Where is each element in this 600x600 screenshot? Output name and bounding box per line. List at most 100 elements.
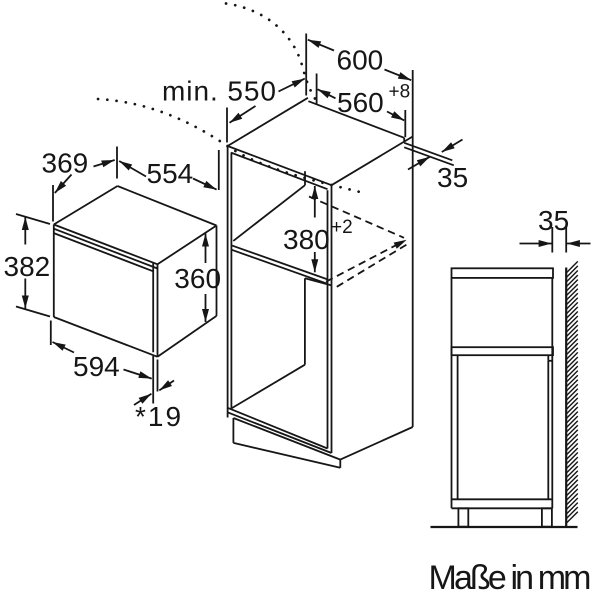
wall-hatch-stroke — [565, 461, 579, 474]
wall-hatch-stroke — [565, 470, 579, 483]
ext-382-bottom — [15, 305, 51, 318]
cab-shelf-hidden-right-bottom — [336, 243, 409, 288]
cab-top-back-edge — [308, 100, 405, 139]
wall-hatch-stroke — [565, 279, 579, 292]
cab-lower-floor-left — [230, 363, 306, 410]
dim-label-380tol: +2 — [331, 217, 353, 238]
wall-hatching — [565, 260, 579, 524]
arrowhead-a360T — [202, 233, 209, 247]
arrowhead-a35sL — [538, 240, 552, 247]
mw-body-front-top-edge — [53, 232, 154, 273]
wall-hatch-stroke — [565, 429, 579, 442]
arrowhead-a594L — [52, 342, 66, 351]
wall-hatch-stroke — [565, 447, 579, 461]
wall-hatch-stroke — [565, 415, 579, 429]
wall-hatch-stroke — [565, 511, 579, 524]
hidden-shelf-edges — [308, 195, 409, 288]
wall-hatch-stroke — [565, 365, 579, 379]
arrowhead-aDash — [393, 239, 407, 249]
side-view — [450, 267, 554, 528]
dim-label-382: 382 — [4, 251, 51, 282]
cabinet-isometric-view — [226, 70, 455, 469]
arrowhead-a600R — [397, 72, 412, 81]
cab-shelf-front-top — [231, 244, 328, 281]
dimension-labels: 369 554 382 360 594 *19 min. 550 600 560… — [4, 45, 592, 598]
arrowhead-a550L — [229, 112, 243, 123]
mw-top-left-edge — [53, 185, 118, 226]
cab-shelf-hidden-back — [308, 195, 405, 239]
side-view-extension-lines — [551, 227, 568, 253]
cab-bottom-front-lower — [227, 411, 332, 454]
cab-bottom-front-top — [227, 406, 328, 450]
wall-hatch-stroke — [565, 442, 579, 456]
wall-hatch-stroke — [565, 370, 579, 383]
wall-hatch-stroke — [565, 301, 579, 315]
mw-door-bottom-edge — [53, 316, 158, 358]
wall-hatch-stroke — [565, 483, 579, 497]
arrowhead-a19L — [138, 393, 152, 404]
arrowhead-a380B — [311, 259, 319, 273]
wall-hatch-stroke — [565, 452, 579, 465]
dimension-arrowheads — [21, 39, 580, 404]
wall-hatch-stroke — [565, 311, 579, 324]
arrowhead-a19R — [159, 380, 172, 391]
dim-label-600: 600 — [337, 45, 384, 76]
continuation-curve-top — [224, 2, 318, 103]
arrowhead-a369L — [54, 181, 67, 193]
arrowhead-a380T — [311, 186, 319, 199]
wall-hatch-stroke — [565, 411, 579, 424]
arrowhead-a554R — [203, 180, 217, 190]
wall-hatch-stroke — [565, 493, 579, 506]
wall-hatch-stroke — [565, 456, 579, 470]
wall-hatch-stroke — [565, 351, 579, 365]
cab-shelf-front-bottom — [231, 248, 328, 285]
arrowhead-a369R — [101, 160, 115, 168]
dim-label-594: 594 — [73, 351, 120, 382]
wall-hatch-stroke — [565, 383, 579, 397]
wall-hatch-stroke — [565, 388, 579, 401]
wall-hatch-stroke — [565, 338, 579, 351]
arrowhead-a560L — [317, 89, 331, 99]
arrowhead-a35sR — [566, 240, 580, 247]
mw-top-back-edge — [117, 185, 217, 227]
arrowhead-a594R — [138, 371, 152, 379]
wall-hatch-stroke — [565, 420, 579, 433]
dim-label-380: 380 — [283, 224, 330, 255]
wall-hatch-stroke — [565, 297, 579, 310]
wall-hatch-stroke — [565, 506, 579, 520]
wall-hatch-stroke — [565, 265, 579, 279]
wall-hatch-stroke — [565, 465, 579, 479]
wall-hatch-stroke — [565, 274, 579, 288]
mw-door-top-edge — [53, 223, 158, 266]
wall-hatch-stroke — [565, 306, 579, 319]
continuation-curve-left — [96, 97, 369, 196]
wall-hatch-stroke — [565, 292, 579, 306]
side-view-wall-and-floor — [430, 267, 578, 529]
dim-label-560: 560 — [337, 87, 384, 118]
dim-label-19: *19 — [135, 401, 183, 432]
arrowhead-a35aB — [416, 156, 430, 167]
arrowhead-a550R — [291, 78, 305, 88]
arrowhead-a382B — [21, 295, 29, 309]
dim-label-554: 554 — [147, 158, 194, 189]
arrowhead-a360B — [202, 309, 209, 322]
dim-label-369: 369 — [42, 148, 89, 179]
wall-hatch-stroke — [565, 406, 579, 420]
wall-hatch-stroke — [565, 374, 579, 388]
cab-niche-floor-left — [232, 184, 306, 242]
wall-hatch-stroke — [565, 379, 579, 392]
side-foot-right — [541, 507, 553, 528]
wall-hatch-stroke — [565, 356, 579, 370]
mw-side-top-edge — [157, 224, 217, 266]
wall-hatch-stroke — [565, 397, 579, 410]
wall-hatch-stroke — [565, 283, 579, 297]
wall-hatch-stroke — [565, 433, 579, 447]
cab-top-front-outer — [227, 145, 332, 187]
cab-top-left-edge — [227, 97, 309, 147]
side-shelf — [450, 346, 554, 357]
wall-hatch-stroke — [565, 424, 579, 438]
dim-label-560tol: +8 — [389, 82, 411, 103]
dim-label-35-side: 35 — [538, 205, 569, 236]
cab-shelf-hidden-right-top — [325, 243, 398, 283]
wall-hatch-stroke — [565, 402, 579, 415]
